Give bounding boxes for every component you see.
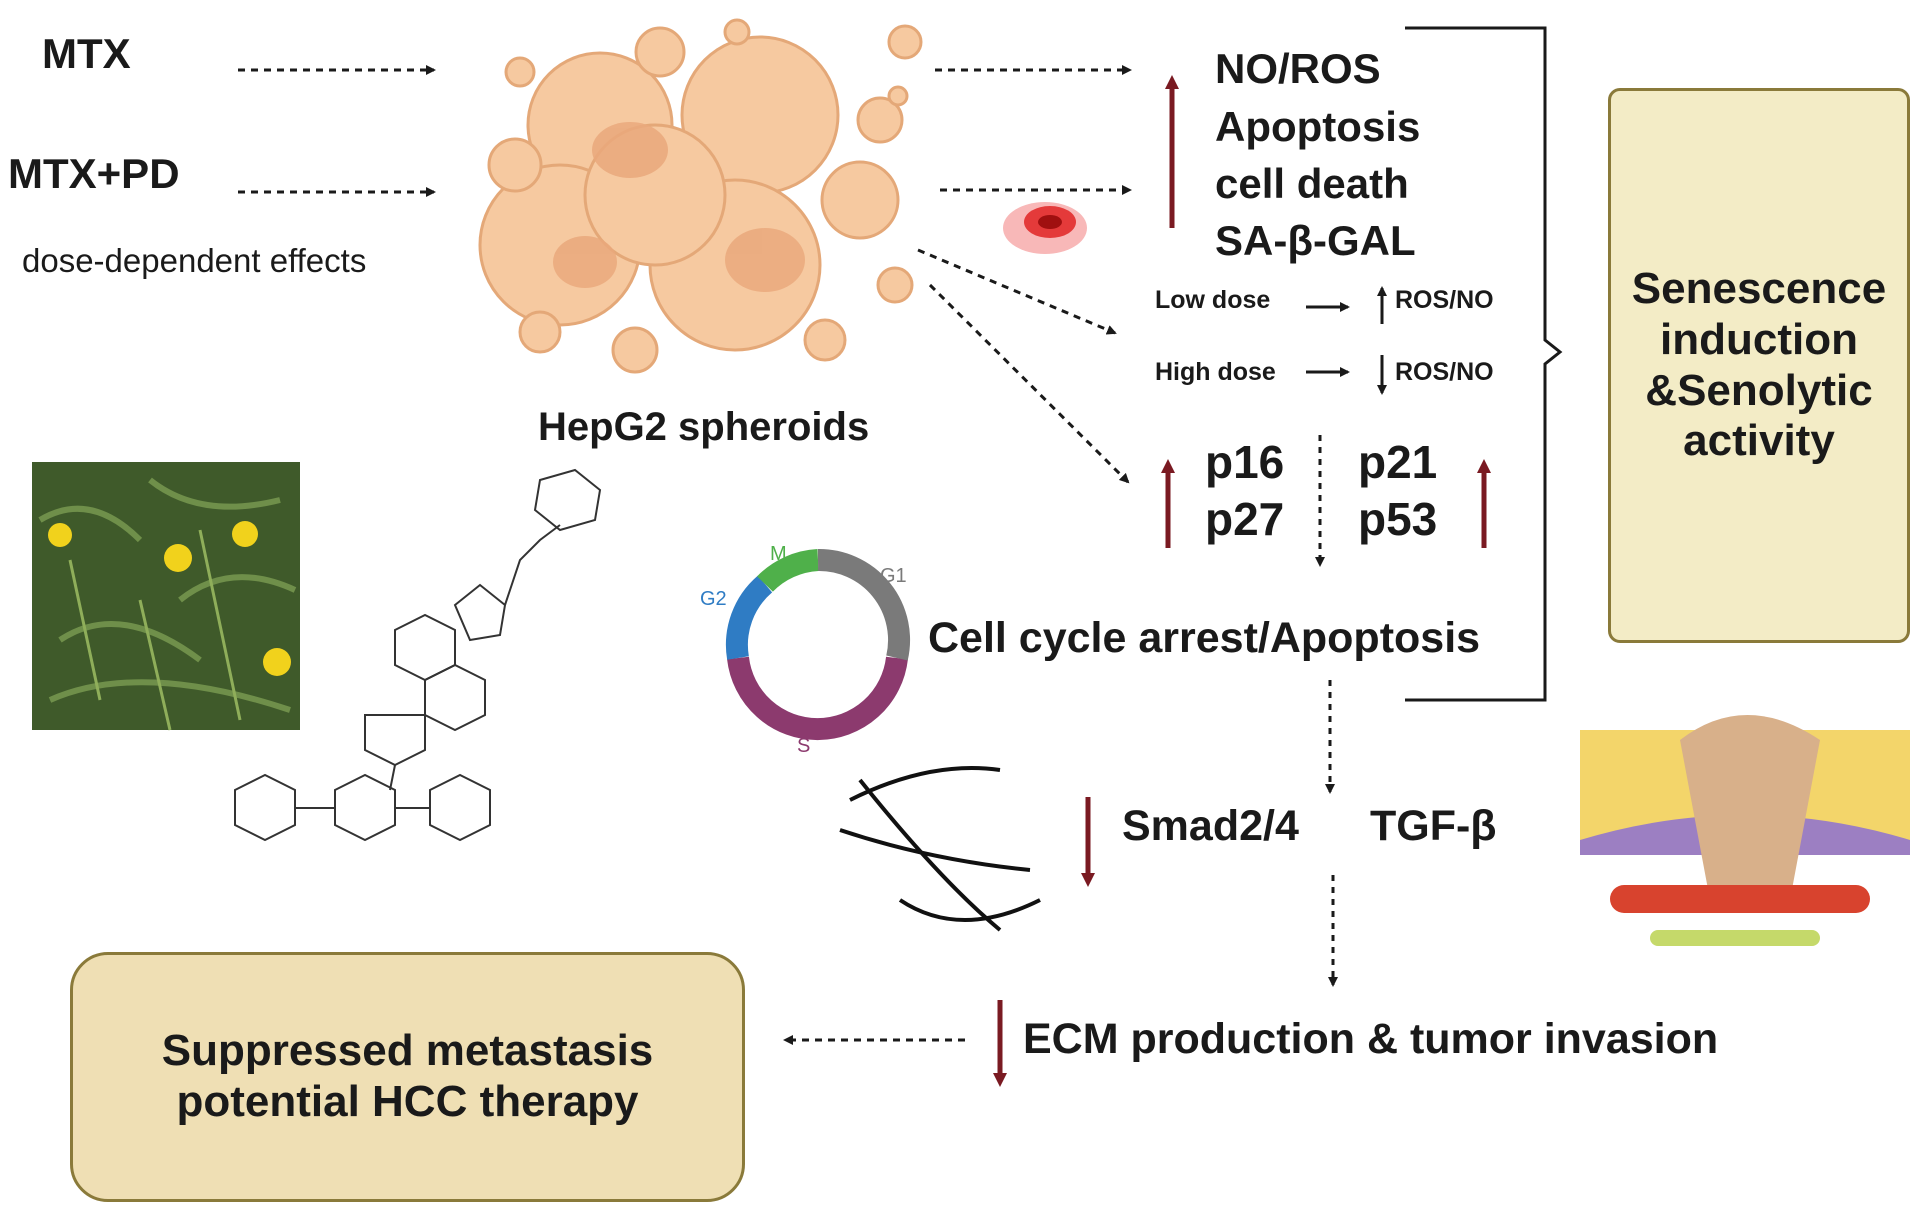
spheroid-nuclei <box>553 122 805 292</box>
ros-stain <box>1003 202 1087 254</box>
senescence-box: Senescence induction &Senolytic activity <box>1608 88 1910 643</box>
phase-s-label: S <box>797 735 810 757</box>
marker-p53: p53 <box>1358 493 1438 545</box>
cell-cycle-ring <box>725 548 910 741</box>
arrow-to-markers <box>928 283 1130 484</box>
low-dose-label: Low dose <box>1155 286 1271 314</box>
effect-apoptosis: Apoptosis <box>1215 103 1421 150</box>
plant-photo <box>32 462 300 731</box>
effect-sa-beta-gal: SA-β-GAL <box>1215 217 1416 264</box>
marker-p21: p21 <box>1358 436 1438 488</box>
marker-p27: p27 <box>1205 493 1285 545</box>
therapy-box-text: Suppressed metastasis potential HCC ther… <box>161 1026 654 1126</box>
ecm-fibers-illustration <box>839 766 1041 932</box>
ecm-invasion-label: ECM production & tumor invasion <box>1023 1015 1719 1063</box>
phase-g1-arc <box>817 548 910 661</box>
tumor-invasion-illustration <box>1580 715 1910 946</box>
therapy-box: Suppressed metastasis potential HCC ther… <box>70 952 745 1202</box>
phase-g1-label: G1 <box>880 565 907 587</box>
phase-g2-arc <box>725 575 773 660</box>
summary-bracket <box>1405 26 1563 702</box>
marker-p16: p16 <box>1205 436 1285 488</box>
low-dose-effect: ROS/NO <box>1395 286 1494 314</box>
phase-g2-label: G2 <box>700 588 727 610</box>
phase-m-label: M <box>770 543 787 565</box>
hepg2-spheroids-label: HepG2 spheroids <box>538 405 870 449</box>
hepg2-spheroid-illustration <box>478 18 923 374</box>
dose-dependent-note: dose-dependent effects <box>22 242 367 279</box>
phase-s-arc <box>727 656 908 741</box>
tgf-beta-label: TGF-β <box>1370 802 1497 850</box>
effect-no-ros: NO/ROS <box>1215 45 1381 92</box>
high-dose-effect: ROS/NO <box>1395 358 1494 386</box>
high-dose-label: High dose <box>1155 358 1276 386</box>
senescence-box-text: Senescence induction &Senolytic activity <box>1631 264 1887 466</box>
mtx-label: MTX <box>42 30 131 77</box>
phase-m-arc <box>757 549 820 593</box>
mtx-pd-label: MTX+PD <box>8 150 180 197</box>
cell-cycle-arrest-label: Cell cycle arrest/Apoptosis <box>928 614 1481 662</box>
smad-label: Smad2/4 <box>1122 802 1299 850</box>
effect-cell-death: cell death <box>1215 160 1409 207</box>
arrow-to-dose <box>917 248 1117 335</box>
saponin-structure <box>234 468 602 842</box>
